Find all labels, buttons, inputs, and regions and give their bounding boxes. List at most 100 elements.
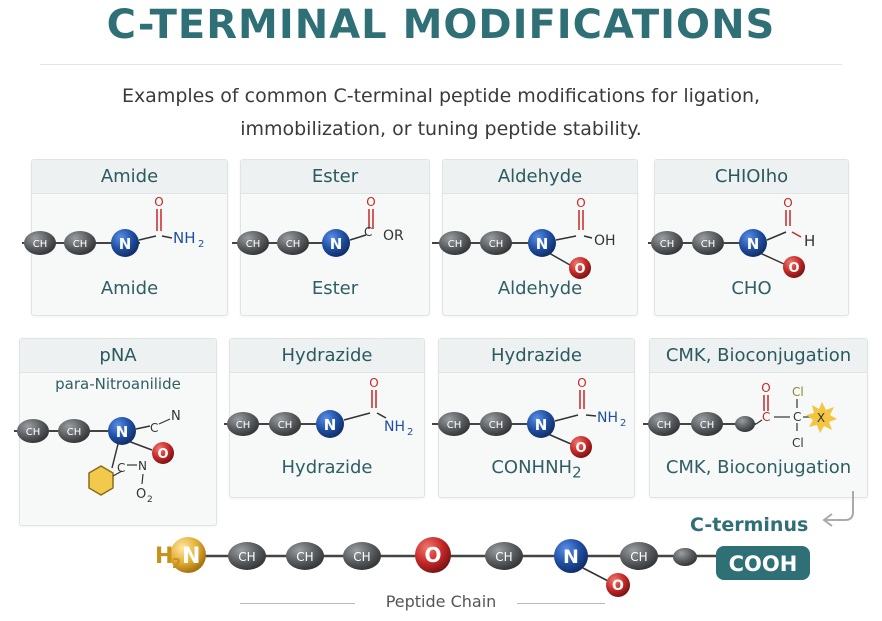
- ch-atom: [691, 412, 723, 436]
- card-header: CMK, Bioconjugation: [650, 339, 867, 373]
- n-atom-label: N: [330, 235, 343, 253]
- n-atom: [554, 539, 588, 573]
- ch-atom: [620, 542, 658, 570]
- o-atom-label: O: [154, 195, 163, 209]
- card-amide: Amide Amide: [31, 159, 228, 316]
- c-atom-label: C: [150, 421, 158, 435]
- ch-atom: [343, 542, 381, 570]
- o-atom-label: O: [788, 261, 799, 276]
- o-atom: [570, 436, 592, 458]
- ch-atom: [228, 542, 266, 570]
- ester-molecule: CH CH N O C OR: [232, 195, 404, 257]
- o-atom: [783, 256, 805, 278]
- caption-line-right: [517, 603, 605, 604]
- n-label: N: [138, 459, 147, 473]
- ch-atom-label: CH: [489, 420, 504, 431]
- ch-atom-label: CH: [660, 239, 675, 250]
- n-label: N: [171, 409, 181, 424]
- title-divider: [40, 64, 842, 65]
- subtitle-line-2: immobilization, or tuning peptide stabil…: [240, 118, 642, 140]
- n-atom: [316, 410, 344, 438]
- h2n-sub: 2: [172, 557, 181, 572]
- ch-atom: [480, 231, 512, 255]
- cl-label: Cl: [792, 385, 804, 399]
- ch-atom: [277, 231, 309, 255]
- ch-small-atom: [673, 548, 697, 566]
- nh2-sub: 2: [198, 239, 204, 250]
- card-header: pNA: [20, 339, 216, 373]
- ch-atom-label: CH: [700, 420, 715, 431]
- card-footer: CONHNH2: [439, 457, 634, 482]
- c-terminus-label: C-terminus: [690, 514, 809, 536]
- aldehyde-molecule: CH CH N O O OH: [432, 196, 616, 279]
- ch-atom: [480, 412, 512, 436]
- ch-atom: [17, 419, 49, 443]
- card-footer: CHO: [731, 278, 772, 299]
- cl-label: Cl: [792, 436, 804, 450]
- arrow-head-icon: [822, 513, 833, 527]
- n-atom-label: N: [116, 423, 129, 441]
- n-atom: [322, 229, 350, 257]
- peptide-chain: H 2 N CH CH CH O CH N O CH COOH: [155, 537, 810, 597]
- card-header: Ester: [241, 160, 429, 194]
- nh2-sub: 2: [620, 418, 626, 429]
- o2-label: O: [136, 487, 146, 502]
- ch-atom-label: CH: [67, 427, 82, 438]
- ch-atom: [64, 231, 96, 255]
- n-atom-label: N: [324, 416, 337, 434]
- cooh-box: [716, 546, 810, 580]
- c-atom-label: C: [117, 461, 125, 475]
- ch-atom: [24, 231, 56, 255]
- o-atom-label: O: [366, 195, 375, 209]
- footer-formula: CONHNH: [491, 457, 573, 478]
- c-atom-label: C: [762, 410, 770, 424]
- ch-atom-label: CH: [657, 420, 672, 431]
- subtitle-line-1: Examples of common C-terminal peptide mo…: [121, 85, 761, 107]
- o-atom-label: O: [369, 376, 378, 390]
- o-atom-label: O: [424, 543, 441, 567]
- n-atom-label: N: [536, 235, 549, 253]
- ch-atom-label: CH: [447, 420, 462, 431]
- ch-atom-label: CH: [495, 550, 512, 564]
- ch-atom-label: CH: [448, 239, 463, 250]
- caption-line-left: [240, 603, 355, 604]
- card-header: Aldehyde: [443, 160, 637, 194]
- h-label: H: [804, 232, 815, 250]
- ch-atom: [692, 231, 724, 255]
- o-atom: [152, 442, 174, 464]
- ch-atom-label: CH: [73, 239, 88, 250]
- o-atom-label: O: [761, 381, 770, 395]
- o-atom-label: O: [574, 262, 585, 277]
- card-header: Amide: [32, 160, 227, 194]
- o-atom: [415, 537, 451, 573]
- n-atom-label: N: [747, 235, 760, 253]
- ch-atom: [227, 412, 259, 436]
- pna-molecule: CH CH N O C N C N O 2: [14, 409, 181, 505]
- n-atom: [527, 410, 555, 438]
- h2n-n-label: N: [182, 544, 200, 569]
- n-atom: [528, 229, 556, 257]
- o-atom-label: O: [783, 196, 792, 210]
- ch-atom: [286, 542, 324, 570]
- page-subtitle: Examples of common C-terminal peptide mo…: [0, 80, 882, 146]
- card-header: Hydrazide: [439, 339, 634, 373]
- or-label: OR: [383, 228, 404, 244]
- card-hydrazide-conhnh2: Hydrazide CONHNH2: [438, 338, 635, 498]
- ch-atom-label: CH: [236, 420, 251, 431]
- ch-atom: [58, 419, 90, 443]
- o-atom: [606, 573, 630, 597]
- ch-atom-label: CH: [701, 239, 716, 250]
- o-atom-label: O: [157, 447, 168, 462]
- ch-atom-label: CH: [26, 427, 41, 438]
- peptide-chain-caption: Peptide Chain: [385, 592, 497, 611]
- ch-small-atom: [735, 416, 755, 432]
- x-star-icon: [806, 402, 837, 433]
- n-atom-label: N: [119, 235, 132, 253]
- o-atom-label: O: [612, 578, 624, 594]
- page-title: C-TERMINAL MODIFICATIONS: [106, 2, 776, 48]
- card-footer: Aldehyde: [497, 278, 583, 299]
- cmk-molecule: CH CH O C C Cl Cl X: [643, 381, 837, 450]
- n-atom-label: N: [535, 416, 548, 434]
- n-atom: [739, 229, 767, 257]
- ch-atom-label: CH: [296, 550, 313, 564]
